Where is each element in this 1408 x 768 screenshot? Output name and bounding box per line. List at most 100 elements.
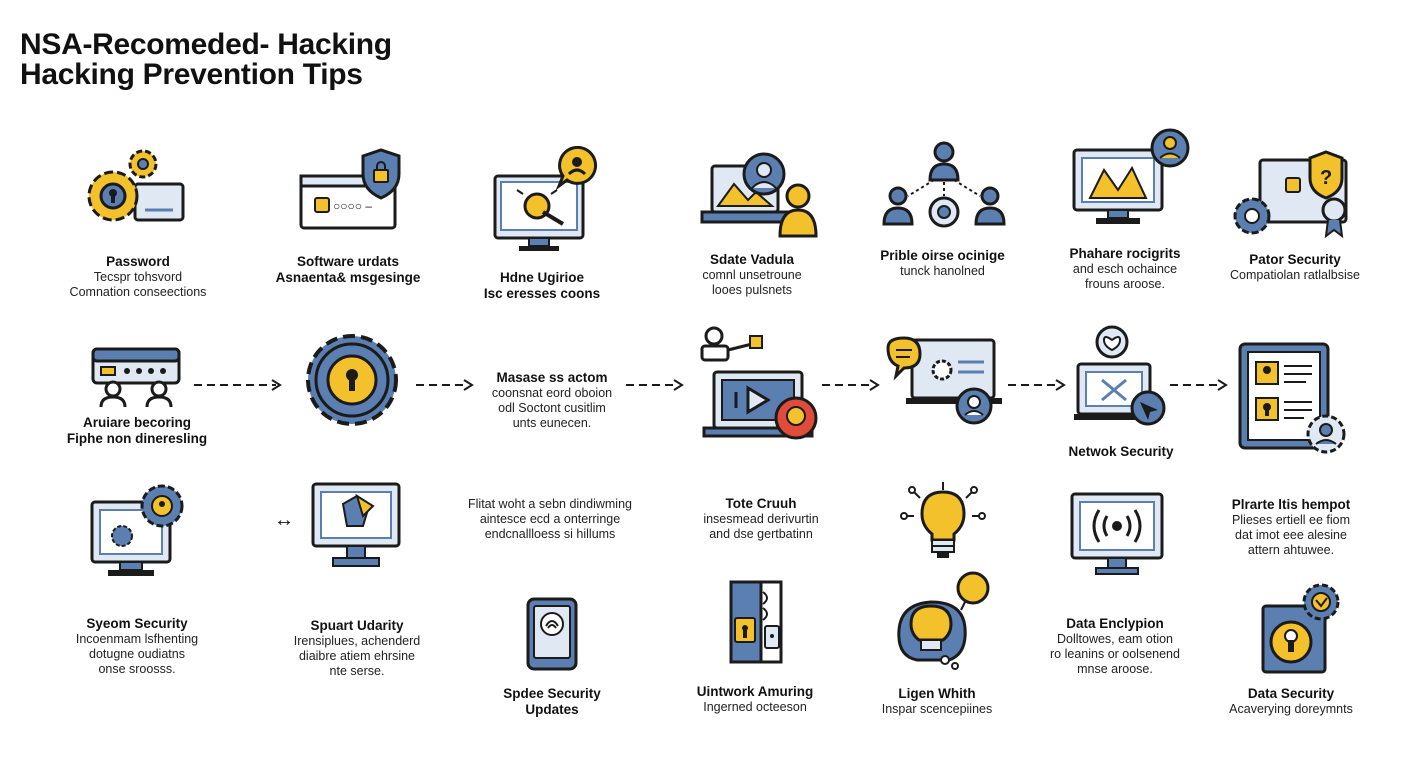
- tip-hdne-ugirioe: Hdne Ugirioe Isc eresses coons: [462, 146, 622, 302]
- tip-desc-line: frouns aroose.: [1085, 277, 1165, 291]
- tip-desc-line: Irensiplues, achenderd: [293, 634, 421, 648]
- tip-label: Sdate Vadula: [709, 252, 795, 267]
- tip-desc-line: and dse gertbatinn: [709, 527, 813, 541]
- monitor-gear-icon: [90, 484, 184, 576]
- tip-desc-line: looes pulsnets: [712, 283, 792, 297]
- tip-label: Ligen Whith: [898, 686, 976, 701]
- title-line-2: Hacking Prevention Tips: [20, 58, 363, 91]
- tip-desc-line: Comnation conseections: [69, 285, 207, 299]
- tip-desc-line: comnl unsetroune: [702, 268, 802, 282]
- tip-desc-line: Ingerned octeeson: [703, 700, 807, 714]
- tip-desc-line: onse sroosss.: [98, 662, 176, 676]
- phone-icon: [526, 597, 578, 671]
- tip-laptop-play: [692, 322, 822, 444]
- double-arrow: ↔: [274, 509, 294, 531]
- tip-desc-line: and esch ochaince: [1072, 262, 1178, 276]
- tip-label: Netwok Security: [1068, 444, 1174, 459]
- tip-desc-line: Inspar scencepiines: [881, 702, 993, 716]
- laptop-user-icon: [700, 152, 818, 238]
- tip-label: Aruiare becoring: [82, 415, 192, 430]
- tip-desc-line: attern ahtuwee.: [1247, 543, 1335, 557]
- lock-gear-icon: [306, 334, 398, 426]
- tip-desc-line: mnse aroose.: [1077, 662, 1153, 676]
- tip-label: Spuart Udarity: [310, 618, 404, 633]
- tip-label: Hdne Ugirioe: [499, 270, 584, 285]
- flow-arrow: [416, 379, 474, 391]
- tip-label: Prible oirse ocinige: [880, 248, 1005, 263]
- tip-label: Plrarte ltis hempot: [1231, 497, 1351, 512]
- server-users-icon: [91, 347, 181, 407]
- tip-desc-line: Compatiolan ratlalbsise: [1230, 268, 1360, 282]
- gears-folder-icon: [87, 149, 185, 222]
- tip-desc-line: ro leanins or oolsenend: [1050, 647, 1180, 661]
- tip-ligen-whith: Ligen Whith Inspar scencepiines: [862, 570, 1012, 717]
- monitor-wave-icon: [1070, 492, 1164, 575]
- tip-password: Password Tecspr tohsvord Comnation conse…: [58, 148, 218, 300]
- tip-desc-line: odl Soctont cusitlim: [498, 401, 606, 415]
- tip-tote-cruuh: Tote Cruuh insesmead derivurtin and dse …: [676, 496, 846, 542]
- tip-desc-line: Tecspr tohsvord: [93, 270, 183, 284]
- tip-label: Masase ss actom: [496, 370, 608, 385]
- tip-aruiare-becoring: Aruiare becoring Fiphe non dineresling: [52, 345, 222, 447]
- title-line-1: NSA-Recomeded- Hacking: [20, 28, 392, 61]
- tip-desc-line: dat imot eee alesine: [1235, 528, 1347, 542]
- tip-desc-line: aintesce ecd a onterringe: [479, 512, 621, 526]
- tip-software-updates: ○○○○ – Software urdats Asnaenta& msgesin…: [268, 148, 428, 286]
- tip-desc-line: nte serse.: [329, 664, 385, 678]
- shield-gear-icon: ?: [1233, 150, 1348, 239]
- tip-spuart-udarity: Spuart Udarity Irensiplues, achenderd di…: [272, 482, 442, 679]
- svg-text:?: ?: [1320, 167, 1332, 189]
- tip-flitat: Flitat woht a sebn dindiwming aintesce e…: [450, 497, 650, 542]
- door-lock-icon: [729, 580, 783, 664]
- flow-arrow: [626, 379, 684, 391]
- flow-arrow: [1008, 379, 1066, 391]
- tip-label: Phahare rocigrits: [1069, 246, 1181, 261]
- tip-tablet-profile: [1234, 340, 1374, 458]
- tip-desc-line: Acaverying doreymnts: [1229, 702, 1353, 716]
- tablet-lock-gear-icon: [1261, 583, 1340, 674]
- tip-label: Password: [106, 254, 170, 269]
- tip-desc-line: Flitat woht a sebn dindiwming: [468, 497, 632, 511]
- tip-prible-oirse: Prible oirse ocinige tunck hanolned: [860, 140, 1025, 279]
- tip-plrarte: Plrarte ltis hempot Plieses ertiell ee f…: [1206, 497, 1376, 558]
- tip-desc-line: insesmead derivurtin: [703, 512, 819, 526]
- svg-text:○○○○ –: ○○○○ –: [333, 199, 372, 213]
- tip-desc-line: Plieses ertiell ee fiom: [1231, 513, 1351, 527]
- tip-desc-line: diaibre atiem ehrsine: [298, 649, 416, 663]
- tip-network-security: Netwok Security: [1046, 324, 1196, 460]
- head-bulb-icon: [897, 571, 990, 670]
- tablet-profile-icon: [1238, 342, 1346, 454]
- tip-label: Spdee Security: [503, 686, 601, 701]
- tip-label: Data Security: [1247, 686, 1335, 701]
- tip-label: Syeom Security: [86, 616, 188, 631]
- tip-laptop-chat: [882, 332, 1002, 432]
- monitor-chart-user-icon: [1072, 128, 1190, 224]
- lightbulb-icon: [900, 482, 986, 558]
- tip-phahare: Phahare rocigrits and esch ochaince frou…: [1040, 128, 1210, 292]
- laptop-chat-icon: [886, 336, 1002, 425]
- laptop-play-alert-icon: [700, 326, 818, 440]
- tip-desc-line: Fiphe non dineresling: [66, 431, 208, 446]
- tip-desc-line: Isc eresses coons: [483, 286, 601, 301]
- tip-pator-security: ? Pator Security Compatiolan ratlalbsise: [1210, 148, 1380, 283]
- browser-lock-icon: ○○○○ –: [299, 148, 401, 230]
- tip-sdate-vadula: Sdate Vadula comnl unsetroune looes puls…: [672, 148, 832, 298]
- tip-desc-line: coonsnat eord oboion: [491, 386, 613, 400]
- tip-syeom-security: Syeom Security Incoenmam lsfhenting dotu…: [52, 482, 222, 677]
- monitor-bug-icon: [493, 146, 597, 251]
- tip-desc-line: Dolltowes, eam otion: [1056, 632, 1174, 646]
- tip-desc-line: Updates: [525, 702, 579, 717]
- people-network-icon: [881, 141, 1006, 228]
- tip-label: Pator Security: [1249, 252, 1341, 267]
- tip-data-security: Data Security Acaverying doreymnts: [1206, 578, 1376, 717]
- tip-spdee-security: Spdee Security Updates: [482, 596, 622, 718]
- tip-label: Uintwork Amuring: [696, 684, 814, 699]
- page-title: NSA-Recomeded- Hacking Hacking Preventio…: [20, 30, 392, 90]
- tip-data-enclypion: Data Enclypion Dolltowes, eam otion ro l…: [1030, 616, 1200, 677]
- tip-desc-line: Incoenmam lsfhenting: [75, 632, 199, 646]
- tip-desc-line: endcnallloess si hillums: [484, 527, 616, 541]
- flow-arrow: [1170, 379, 1228, 391]
- tip-desc-line: dotugne oudiatns: [89, 647, 185, 661]
- tip-desc-line: Asnaenta& msgesinge: [275, 270, 421, 285]
- tip-uintwork-amuring: Uintwork Amuring Ingerned octeeson: [670, 578, 840, 715]
